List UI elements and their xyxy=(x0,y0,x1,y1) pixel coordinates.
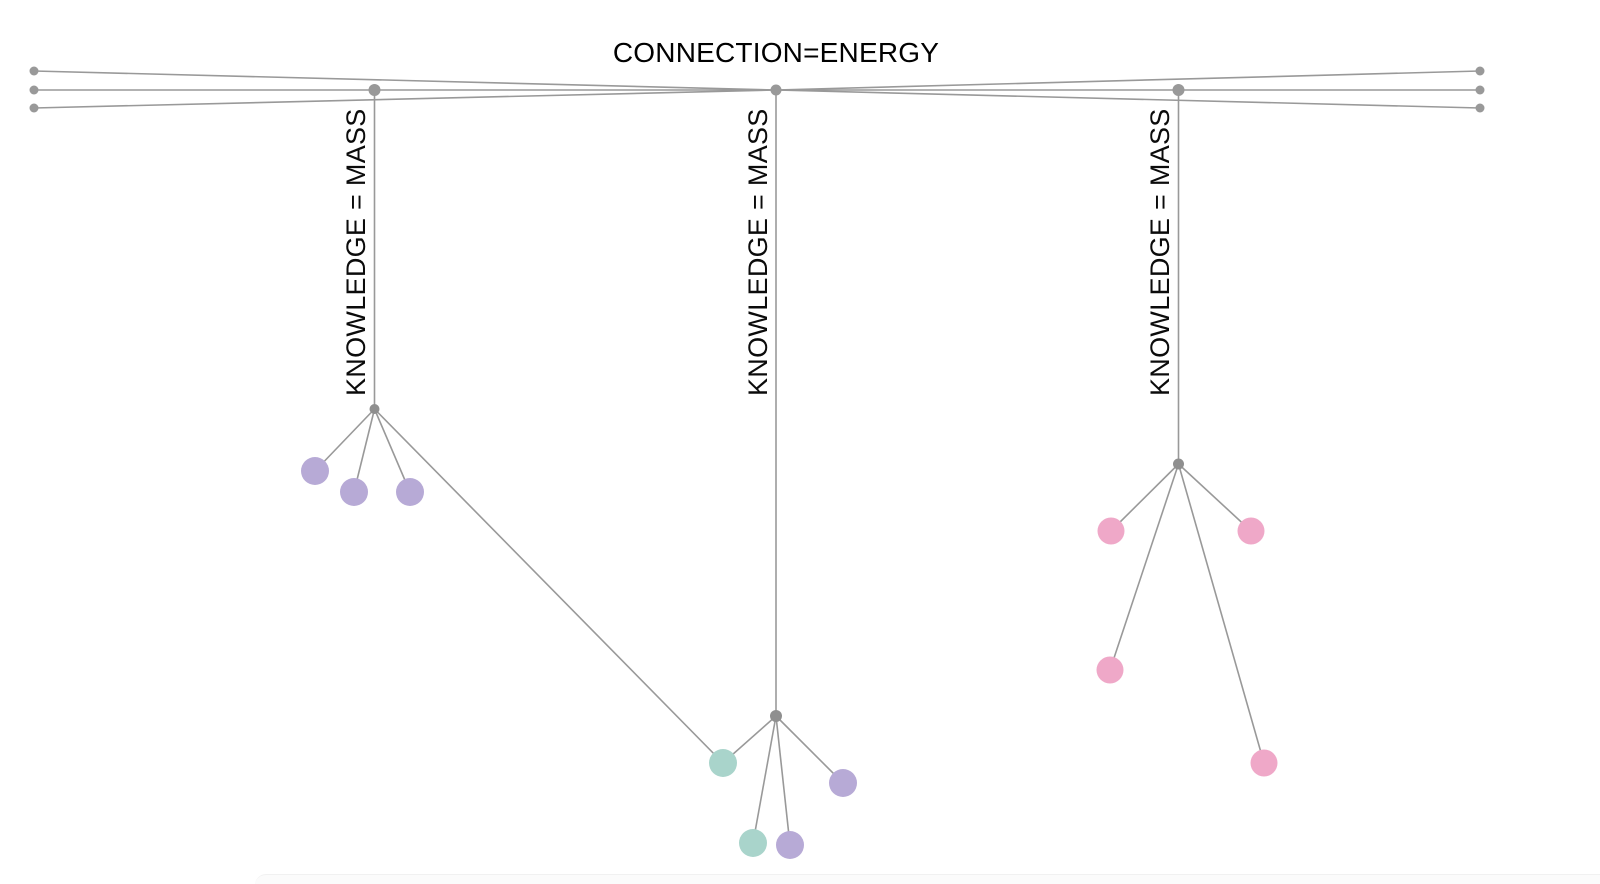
edge-hub-mid--teal-leaf-2 xyxy=(752,715,777,844)
node-hub-left xyxy=(369,404,380,414)
node-purple-leaf-1[interactable] xyxy=(301,457,329,485)
node-purple-leaf-4[interactable] xyxy=(829,769,857,797)
node-anchor-left-bottom xyxy=(29,103,39,113)
node-anchor-right-mid xyxy=(1475,85,1485,95)
node-junction-left xyxy=(368,84,381,96)
edge-hub-left--purple-leaf-2 xyxy=(353,408,376,493)
node-purple-leaf-5[interactable] xyxy=(776,831,804,859)
bottom-card-edge xyxy=(255,874,1600,884)
node-pink-leaf-3[interactable] xyxy=(1096,656,1124,684)
node-purple-leaf-3[interactable] xyxy=(396,478,424,506)
edge-hub-right--pink-leaf-3 xyxy=(1109,463,1180,671)
diagram-title: CONNECTION=ENERGY xyxy=(612,37,940,68)
branch-label-2: KNOWLEDGE = MASS xyxy=(743,108,773,396)
edge-hub-left--purple-leaf-1 xyxy=(314,408,376,472)
branch-label-1: KNOWLEDGE = MASS xyxy=(341,108,371,396)
node-anchor-right-top xyxy=(1475,66,1485,76)
edge-hub-left--purple-leaf-3 xyxy=(373,408,411,493)
node-hub-right xyxy=(1173,458,1184,470)
node-hub-mid xyxy=(770,710,782,722)
node-junction-right xyxy=(1172,84,1185,96)
node-pink-leaf-2[interactable] xyxy=(1237,517,1265,545)
node-anchor-right-bottom xyxy=(1475,103,1485,113)
edge-hub-right--pink-leaf-1 xyxy=(1110,463,1180,532)
node-pink-leaf-1[interactable] xyxy=(1097,517,1125,545)
edge-hub-center--anchor-right-bottom xyxy=(775,89,1481,109)
edge-hub-right--pink-leaf-4 xyxy=(1177,463,1265,764)
node-purple-leaf-2[interactable] xyxy=(340,478,368,506)
branch-label-3: KNOWLEDGE = MASS xyxy=(1145,108,1175,396)
edge-anchor-left-top--hub-center xyxy=(33,70,777,91)
edge-hub-center--anchor-right-top xyxy=(775,70,1481,91)
node-teal-leaf-2[interactable] xyxy=(739,829,767,857)
edge-hub-mid--purple-leaf-4 xyxy=(775,715,844,784)
node-pink-leaf-4[interactable] xyxy=(1250,749,1278,777)
edge-hub-left--teal-leaf-1 xyxy=(373,408,724,764)
node-anchor-left-top xyxy=(29,66,39,76)
node-teal-leaf-1[interactable] xyxy=(709,749,737,777)
edge-anchor-left-bottom--hub-center xyxy=(33,89,777,109)
node-hub-center xyxy=(770,84,782,96)
edge-hub-right--pink-leaf-2 xyxy=(1177,463,1252,532)
edge-hub-mid--purple-leaf-5 xyxy=(775,715,791,846)
node-anchor-left-mid xyxy=(29,85,39,95)
